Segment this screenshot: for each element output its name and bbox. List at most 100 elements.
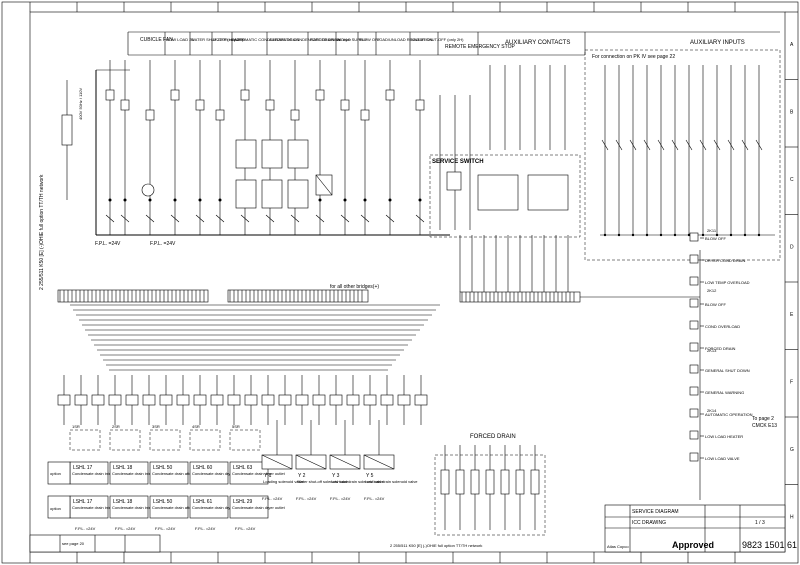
contact-box (340, 99, 350, 111)
border-mark: G (790, 447, 794, 453)
drain-box-desc: Condensate drain dryer outlet (232, 471, 286, 476)
border-mark: B (790, 109, 794, 115)
hdr-auto-drain: AUTOMATIC CONDENSATE DRAIN (234, 37, 299, 42)
drain-box (149, 461, 189, 485)
drain-box-desc: Condensate drain dryer outlet (192, 471, 246, 476)
junction-dot (173, 198, 177, 202)
aux-input-terminal (603, 233, 607, 237)
relay-terminal (295, 394, 309, 406)
side-label-forced-drain: FORCED DRAIN (705, 346, 736, 351)
forced-drain-coil (470, 469, 480, 495)
fan-motor-symbol (141, 183, 155, 197)
drain-box-code: LSHL 17 (73, 465, 92, 471)
svg-text:SERVICE SWITCH: SERVICE SWITCH (432, 159, 484, 165)
side-code: 2K14 (707, 408, 717, 413)
switch-contact (215, 214, 225, 223)
title-block-subtitle: ICC DRAWING (632, 520, 666, 526)
side-label-low-temp: LOW TEMP OVERLOAD (705, 280, 750, 285)
relay-label: 2SR (112, 424, 120, 429)
side-code: 2K13 (707, 348, 717, 353)
aux-inputs-area: For connection on PK IV see page 22 (584, 49, 781, 261)
valve-cross (295, 454, 327, 470)
side-contact (689, 430, 699, 440)
drain-box-desc: Condensate drain intercooler (112, 471, 164, 476)
hdr-remote-stop: REMOTE EMERGENCY STOP (445, 44, 515, 50)
side-label-low-load-valve: LOW LOAD VALVE (705, 456, 740, 461)
aux-input-terminal (715, 233, 719, 237)
junction-dot (198, 198, 202, 202)
fuse-label: F.P.L. =24V (195, 526, 216, 531)
junction-dot (123, 198, 127, 202)
relay-coil-box (149, 429, 181, 451)
bottom-left-table: see page 20 (29, 534, 161, 553)
aux-input-contact (713, 139, 721, 151)
relay-coil-box (189, 429, 221, 451)
junction-dot (108, 198, 112, 202)
switch-contact (195, 214, 205, 223)
side-label-low-load-heater: LOW LOAD HEATER (705, 434, 743, 439)
drain-box-desc: Condensate drain intercooler (72, 471, 124, 476)
side-label-cond-overload: COND OVERLOAD (705, 324, 740, 329)
switch-contact (265, 214, 275, 223)
side-label-blow-off-1: BLOW OFF (705, 236, 726, 241)
relay-coil-box (69, 429, 101, 451)
aux-input-columns (601, 65, 763, 237)
side-contact (689, 232, 699, 242)
hdr-cubicle-fan: CUBICLE FAN (140, 37, 173, 43)
drain-relays (235, 139, 333, 209)
contact-box (265, 99, 275, 111)
relay-terminal (57, 394, 71, 406)
aux-input-terminal (631, 233, 635, 237)
side-contact (689, 276, 699, 286)
contact-box (195, 99, 205, 111)
aux-input-contact (741, 139, 749, 151)
forced-drain-coil (530, 469, 540, 495)
side-label-auto-operation: AUTOMATIC OPERATION (705, 412, 753, 417)
switch-contact (240, 214, 250, 223)
drain-box (229, 495, 269, 519)
relay-terminal (414, 394, 428, 406)
contact-box (415, 99, 425, 111)
side-contact (689, 342, 699, 352)
title-block: SERVICE DIAGRAM ICC DRAWING Approved 982… (604, 504, 797, 553)
terminal-ticks (59, 290, 575, 302)
relay-coil-box (109, 429, 141, 451)
aux-input-contact (615, 139, 623, 151)
junction-dot (218, 198, 222, 202)
switch-contact (290, 214, 300, 223)
aux-input-terminal (673, 233, 677, 237)
valve-cross (261, 454, 293, 470)
junction-dot (318, 198, 322, 202)
drain-box-code: LSHL 18 (113, 499, 132, 505)
relay-terminal (278, 394, 292, 406)
drain-box-code: LSHL 63 (233, 465, 252, 471)
valve-code: Y 1 (264, 473, 272, 479)
hdr-vac-supply: 24 VAC SUPPLY (337, 37, 367, 42)
hdr-water-shut-off-2: WATER SHUT-OFF (only 2H) (411, 37, 464, 42)
aux-input-terminal (743, 233, 747, 237)
switch-contact (340, 214, 350, 223)
aux-input-contact (629, 139, 637, 151)
hdr-motor-heater: MOTOR HEATER (213, 37, 245, 42)
top-columns (105, 60, 425, 235)
contact-box (145, 109, 155, 121)
hdr-aux-inputs: AUXILIARY INPUTS (690, 40, 745, 46)
bottom-note: 2 255/511 K50 [E] (-)OHIE full option TT… (390, 543, 482, 548)
relay-terminal (346, 394, 360, 406)
valve-desc: Low load drain solenoid valve (365, 479, 418, 484)
junction-dot (343, 198, 347, 202)
drain-box-desc: Condensate drain aftercooler (152, 471, 204, 476)
relay-terminal (329, 394, 343, 406)
section-headers: CUBICLE FAN LOW LOAD 25 WATER SHUT-OFF (… (127, 31, 780, 56)
bridges-note: for all other bridges(+) (330, 284, 379, 290)
aux-input-contact (685, 139, 693, 151)
switch-contact (315, 214, 325, 223)
side-label-blow-off-2: BLOW OFF (705, 302, 726, 307)
service-switch: SERVICE SWITCH (429, 154, 581, 238)
svg-text:400V 50Hz / 110V: 400V 50Hz / 110V (78, 87, 83, 120)
hdr-forced-drain: FORCED DRAIN (310, 37, 341, 42)
title-block-title: SERVICE DIAGRAM (632, 509, 679, 515)
